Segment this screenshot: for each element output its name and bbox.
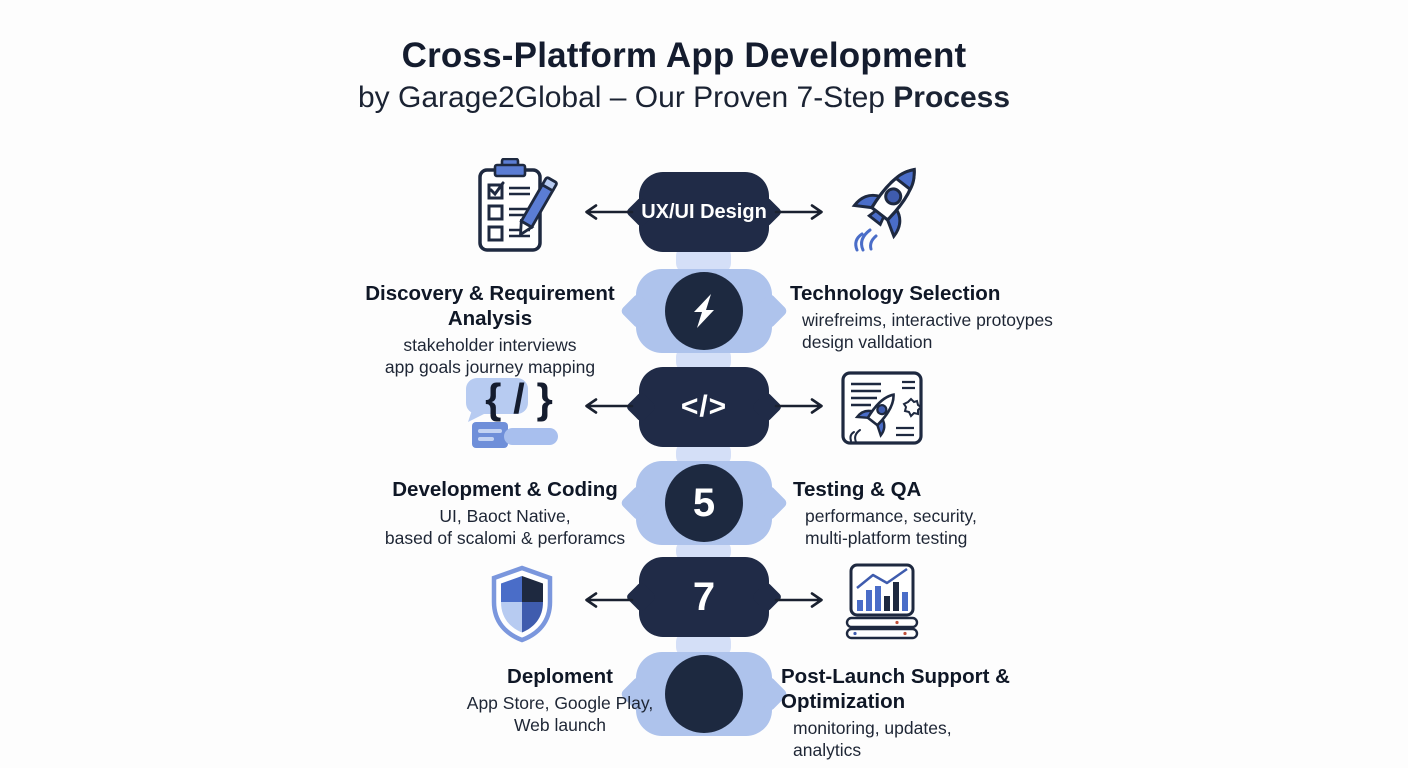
step-detail: based of scalomi & perforamcs <box>384 527 626 548</box>
step-deployment: Deploment App Store, Google Play, Web la… <box>400 664 720 736</box>
banner-label: UX/UI Design <box>641 200 767 223</box>
title-line2-bold: Process <box>893 81 1011 114</box>
step-detail: design valldation <box>802 331 933 352</box>
step-detail: app goals journey mapping <box>384 356 596 377</box>
badge-circle: 5 <box>665 464 743 542</box>
badge-circle <box>665 272 743 350</box>
title-line2-regular: by Garage2Global – Our Proven 7-Step <box>357 81 894 114</box>
arrow-left-icon <box>585 592 634 608</box>
step-detail: analytics <box>793 739 862 760</box>
step-detail: multi-platform testing <box>805 527 968 548</box>
arrow-right-icon <box>774 592 823 608</box>
title-line1: Cross-Platform App Development <box>401 36 967 75</box>
badge-circle <box>665 655 743 733</box>
badge-five: 5 <box>636 461 772 545</box>
banner-label: 7 <box>692 574 716 619</box>
arrow-left-icon <box>585 398 634 414</box>
page-title: Cross-Platform App Development by Garage… <box>0 36 1368 115</box>
arrow-right-icon <box>774 398 823 414</box>
step-testing-qa: Testing & QA performance, security, mult… <box>793 477 1113 549</box>
curly-braces-code-icon: { / } <box>466 375 558 448</box>
step-title: Development & Coding <box>392 478 618 501</box>
document-rocket-icon <box>841 371 923 445</box>
step-title: Technology Selection <box>790 282 1001 305</box>
step-title: Post-Launch Support & Optimization <box>781 665 1010 713</box>
step-development-coding: Development & Coding UI, Baoct Native, b… <box>345 477 665 549</box>
arrow-right-icon <box>774 204 823 220</box>
svg-text:{ / }: { / } <box>485 375 553 422</box>
step-title: Testing & QA <box>793 478 922 501</box>
badge-blank <box>636 652 772 736</box>
banner-uxui-design: UX/UI Design <box>639 172 769 252</box>
banner-label: </> <box>680 390 728 423</box>
banner-seven: 7 <box>639 557 769 637</box>
banner-code: </> <box>639 367 769 447</box>
rocket-icon <box>851 167 916 252</box>
shield-icon <box>491 565 553 643</box>
arrow-left-icon <box>585 204 634 220</box>
step-detail: Web launch <box>513 714 607 735</box>
step-detail: UI, Baoct Native, <box>439 506 571 526</box>
clipboard-checklist-pencil-icon <box>478 158 558 252</box>
step-detail: wirefreims, interactive protoypes <box>802 310 1053 330</box>
step-detail: stakeholder interviews <box>403 335 577 355</box>
step-detail: monitoring, updates, <box>793 718 952 738</box>
step-title: Discovery & Requirement Analysis <box>365 282 615 330</box>
step-discovery: Discovery & Requirement Analysis stakeho… <box>330 281 650 378</box>
step-technology-selection: Technology Selection wirefreims, interac… <box>790 281 1120 353</box>
step-detail: App Store, Google Play, <box>466 693 654 713</box>
title-line2: by Garage2Global – Our Proven 7-Step Pro… <box>0 81 1368 115</box>
step-detail: performance, security, <box>805 506 977 526</box>
step-title: Deploment <box>507 665 613 688</box>
step-post-launch-support: Post-Launch Support & Optimization monit… <box>781 664 1121 761</box>
analytics-chart-icon <box>845 563 919 640</box>
badge-bolt <box>636 269 772 353</box>
bolt-glyph <box>694 294 714 328</box>
